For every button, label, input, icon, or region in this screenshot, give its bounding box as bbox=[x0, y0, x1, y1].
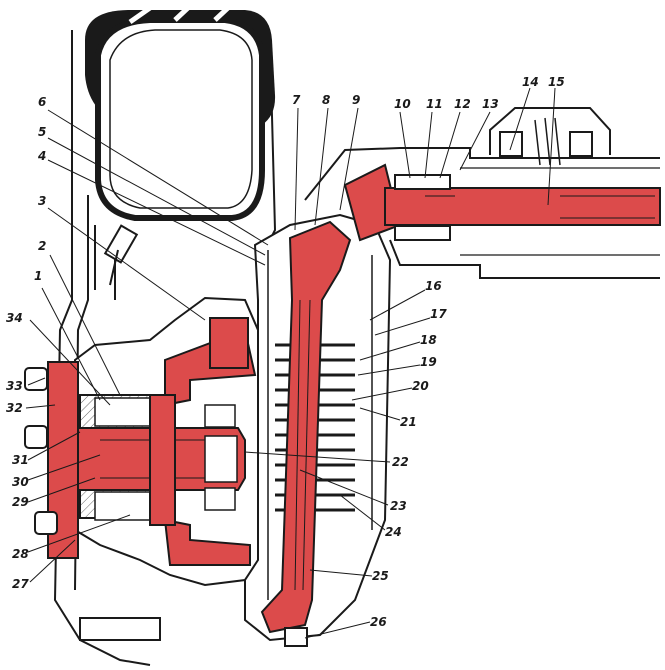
callout-19: 19 bbox=[420, 355, 437, 369]
hub-bearings bbox=[94, 397, 236, 521]
callout-30: 30 bbox=[12, 475, 29, 489]
callout-17: 17 bbox=[430, 307, 447, 321]
callout-3: 3 bbox=[38, 194, 46, 208]
callout-13: 13 bbox=[482, 97, 499, 111]
vertical-shaft bbox=[260, 220, 352, 634]
callout-14: 14 bbox=[522, 75, 539, 89]
callout-2: 2 bbox=[38, 239, 46, 253]
callout-33: 33 bbox=[6, 379, 23, 393]
callout-32: 32 bbox=[6, 401, 23, 415]
callout-31: 31 bbox=[12, 453, 29, 467]
callout-29: 29 bbox=[12, 495, 29, 509]
callout-7: 7 bbox=[292, 93, 301, 107]
axle-beam-housing bbox=[304, 147, 660, 279]
callout-9: 9 bbox=[352, 93, 360, 107]
callout-22: 22 bbox=[392, 455, 409, 469]
top-clamp bbox=[489, 107, 611, 166]
callout-10: 10 bbox=[394, 97, 411, 111]
callout-27: 27 bbox=[12, 577, 29, 591]
callout-21: 21 bbox=[400, 415, 417, 429]
drain-plug bbox=[79, 617, 308, 647]
input-bevel-gear bbox=[343, 163, 661, 242]
driven-gear bbox=[149, 317, 257, 566]
callout-26: 26 bbox=[370, 615, 387, 629]
callout-15: 15 bbox=[548, 75, 565, 89]
callout-24: 24 bbox=[385, 525, 402, 539]
callout-12: 12 bbox=[454, 97, 471, 111]
callout-34: 34 bbox=[6, 311, 23, 325]
callout-5: 5 bbox=[38, 125, 46, 139]
callout-25: 25 bbox=[372, 569, 389, 583]
tyre bbox=[85, 4, 276, 221]
callout-28: 28 bbox=[12, 547, 29, 561]
tyre-valve bbox=[103, 224, 139, 286]
hub-flange bbox=[24, 361, 79, 559]
leader-lines bbox=[25, 87, 556, 639]
callout-20: 20 bbox=[412, 379, 429, 393]
callout-11: 11 bbox=[426, 97, 443, 111]
callout-labels: 1 2 3 4 5 6 7 8 9 10 11 12 13 14 15 16 1… bbox=[6, 75, 565, 629]
callout-18: 18 bbox=[420, 333, 437, 347]
callout-4: 4 bbox=[37, 149, 46, 163]
callout-6: 6 bbox=[38, 95, 46, 109]
callout-16: 16 bbox=[425, 279, 442, 293]
callout-23: 23 bbox=[390, 499, 407, 513]
callout-8: 8 bbox=[322, 93, 330, 107]
callout-1: 1 bbox=[34, 269, 42, 283]
